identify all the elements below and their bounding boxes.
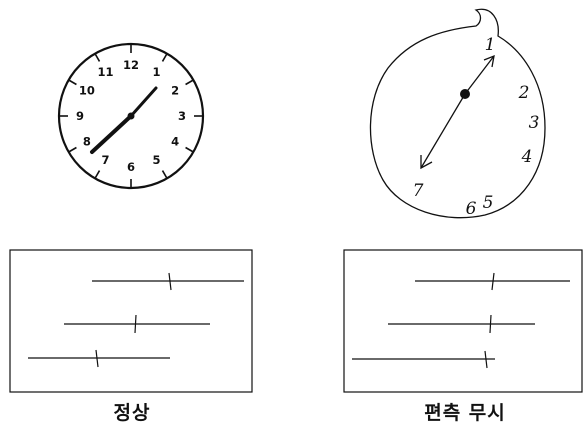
normal-bisection-mark-2 — [134, 314, 137, 334]
normal-clock-minute-hand — [129, 86, 158, 118]
neglect-clock-hand-to-one — [464, 55, 495, 95]
normal-clock-tick — [161, 53, 168, 62]
normal-bisection-mark-3 — [95, 349, 99, 368]
normal-line-bisection — [9, 249, 253, 393]
normal-clock-number-4: 4 — [171, 135, 179, 149]
normal-clock-ticks — [59, 44, 203, 188]
normal-clock-tick — [185, 146, 194, 153]
normal-bisection-mark-1 — [168, 272, 172, 291]
neglect-clock: 1 2 3 4 6 5 7 — [369, 8, 546, 219]
neglect-clock-arrowhead-seven — [420, 155, 433, 170]
normal-clock-number-9: 9 — [76, 109, 84, 123]
normal-clock-tick — [68, 79, 77, 86]
normal-clock-number-7: 7 — [101, 153, 109, 167]
normal-clock-number-10: 10 — [79, 84, 95, 98]
normal-clock-tick — [68, 146, 77, 153]
normal-clock-number-2: 2 — [171, 84, 179, 98]
neglect-clock-arrowhead-one — [483, 54, 495, 68]
neglect-clock-numbers: 1 2 3 4 6 5 7 — [413, 35, 540, 219]
caption-neglect: 편측 무시 — [424, 402, 506, 424]
normal-clock-number-5: 5 — [152, 153, 160, 167]
neglect-number-1: 1 — [485, 35, 496, 55]
neglect-number-6: 6 — [466, 199, 477, 219]
neglect-bisection-mark-2 — [489, 314, 492, 334]
neglect-number-4: 4 — [521, 147, 533, 167]
normal-clock-tick — [94, 53, 101, 62]
caption-normal: 정상 — [113, 402, 151, 424]
neglect-number-5: 5 — [483, 193, 494, 213]
normal-clock-number-6: 6 — [127, 160, 135, 174]
neglect-clock-outline — [369, 8, 546, 219]
normal-clock-center — [127, 112, 135, 120]
normal-clock-hour-hand — [90, 114, 133, 154]
neglect-bisection-mark-3 — [484, 350, 488, 369]
neglect-bisection-frame — [343, 249, 583, 393]
normal-clock-number-3: 3 — [178, 109, 186, 123]
normal-clock-number-1: 1 — [152, 65, 160, 79]
neglect-clock-hand-to-seven — [420, 93, 466, 169]
neglect-clock-center — [460, 89, 470, 99]
normal-clock-number-8: 8 — [83, 135, 91, 149]
neglect-line-bisection — [343, 249, 583, 393]
normal-clock-number-11: 11 — [97, 65, 113, 79]
normal-clock-number-12: 12 — [123, 58, 139, 72]
normal-clock-tick — [161, 170, 168, 179]
neglect-bisection-mark-1 — [491, 272, 495, 291]
neglect-number-3: 3 — [529, 113, 540, 133]
normal-clock-tick — [185, 79, 194, 86]
normal-clock-tick — [94, 170, 101, 179]
neglect-number-2: 2 — [518, 83, 530, 103]
normal-bisection-frame — [9, 249, 253, 393]
neglect-number-7: 7 — [413, 181, 424, 201]
